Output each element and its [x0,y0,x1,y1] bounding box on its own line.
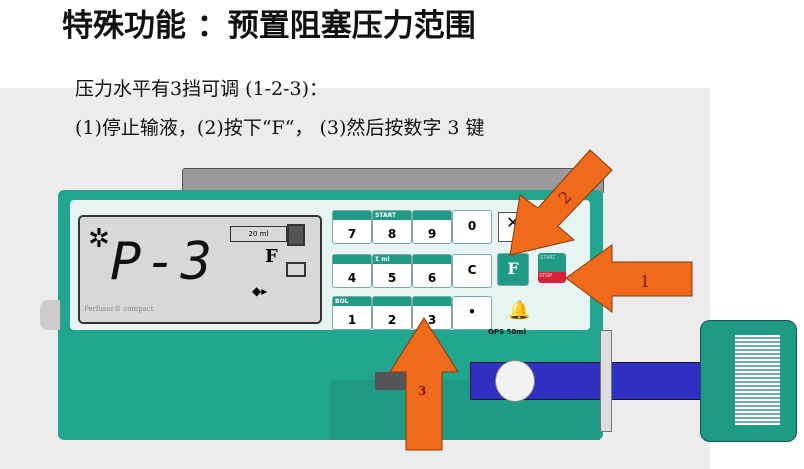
key-caption: START [373,211,411,220]
key-label: 7 [347,227,357,241]
start-stop-button[interactable]: START STOP [538,253,566,283]
key-7[interactable]: 7 [332,210,372,244]
key-8[interactable]: START 8 [372,210,412,244]
key-4[interactable]: 4 [332,254,372,288]
key-9[interactable]: 9 [412,210,452,244]
lcd-display [78,215,322,324]
arrow-3-label: 3 [418,384,427,398]
key-label: 0 [467,219,477,233]
key-label: 9 [427,227,437,241]
brand-label: Perfusor® compact [84,305,154,313]
plunger-icon [287,224,305,246]
battery-icon [286,262,306,277]
alarm-bell-icon: 🔔 [508,300,531,321]
arrow-1-label: 1 [640,272,651,291]
lcd-pressure-value: P-3 [110,232,216,292]
fish-icon: ◆▸ [252,284,268,298]
key-caption: BOL [333,297,371,306]
key-label: 1 [347,313,357,327]
instruction-line-1: 压力水平有3挡可调 (1-2-3)： [75,78,329,100]
lcd-f-indicator: F [265,246,278,267]
ops-label: OPS 50ml [488,328,526,336]
key-•[interactable]: • [452,296,492,330]
plunger-clamp [495,360,535,402]
key-C[interactable]: C [452,254,492,288]
key-label: 5 [387,271,397,285]
start-label: START [538,253,566,272]
arrow-2 [509,149,613,256]
key-label: C [467,263,477,277]
key-caption [413,297,451,306]
syringe-icon: 20 ml [230,226,287,242]
key-label: 8 [387,227,397,241]
slide-title: 特殊功能 ：预置阻塞压力范围 [62,8,476,44]
key-caption [373,297,411,306]
key-0[interactable]: 0 [452,210,492,244]
key-label: 2 [387,313,397,327]
key-1[interactable]: BOL 1 [332,296,372,330]
arrow-1 [565,244,693,313]
pump-side-clip [40,300,60,330]
stop-label: STOP [538,272,566,283]
key-5[interactable]: Σ ml 5 [372,254,412,288]
key-6[interactable]: 6 [412,254,452,288]
syringe-flange [600,330,612,432]
key-label: 4 [347,271,357,285]
key-2[interactable]: 2 [372,296,412,330]
key-3[interactable]: 3 [412,296,452,330]
key-caption [333,255,371,264]
key-label: • [468,305,476,319]
key-caption [413,211,451,220]
instruction-line-2: (1)停止输液，(2)按下“F“， (3)然后按数字 3 键 [75,117,485,139]
alarm-icon: ✲ [88,224,110,254]
key-caption: Σ ml [373,255,411,264]
key-caption [333,211,371,220]
key-caption [413,255,451,264]
plunger-head-grip [735,335,780,425]
key-label: 6 [427,271,437,285]
arrow-3 [389,317,459,451]
key-label: 3 [427,313,437,327]
